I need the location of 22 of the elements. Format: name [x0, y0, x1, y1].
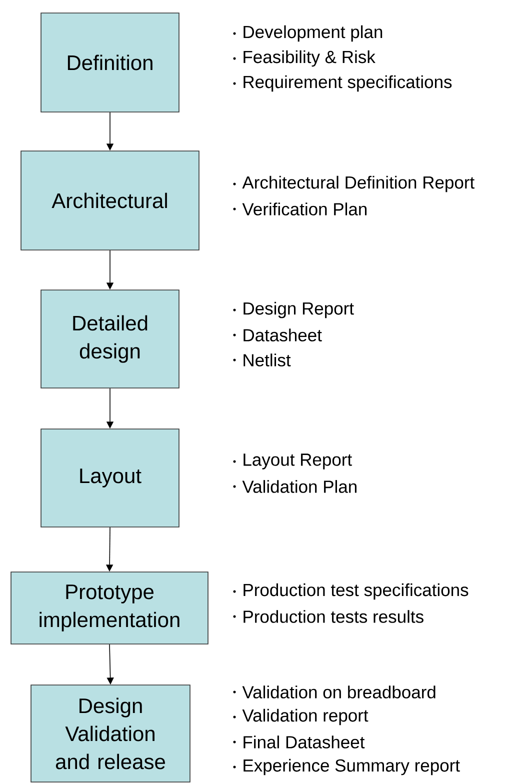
- bullet-item: Feasibility & Risk: [233, 50, 376, 67]
- bullet-item: Architectural Definition Report: [233, 176, 474, 192]
- bullet-item: Datasheet: [233, 328, 322, 342]
- bullet-item: Validation Plan: [233, 480, 356, 493]
- process-box: Detailed design: [40, 290, 180, 388]
- bullet-item: Layout Report: [233, 454, 352, 470]
- process-box: Architectural: [20, 150, 200, 250]
- process-box: Design Validation and release: [30, 684, 190, 782]
- process-box: Prototype implementation: [10, 572, 208, 644]
- bullet-item: Final Datasheet: [233, 736, 365, 748]
- bullet-item: Production tests results: [233, 610, 424, 623]
- bullet-item: Verification Plan: [233, 202, 367, 216]
- bullet-item: Development plan: [233, 25, 382, 42]
- bullet-item: Validation on breadboard: [233, 686, 436, 698]
- bullet-item: Requirement specifications: [233, 75, 452, 92]
- bullet-item: Validation report: [233, 708, 368, 726]
- process-box: Definition: [40, 12, 180, 112]
- bullet-item: Production test specifications: [233, 583, 468, 600]
- bullet-item: Experience Summary report: [233, 758, 460, 776]
- bullet-item: Design Report: [233, 302, 354, 318]
- process-box: Layout: [40, 428, 180, 528]
- bullet-item: Netlist: [233, 354, 291, 366]
